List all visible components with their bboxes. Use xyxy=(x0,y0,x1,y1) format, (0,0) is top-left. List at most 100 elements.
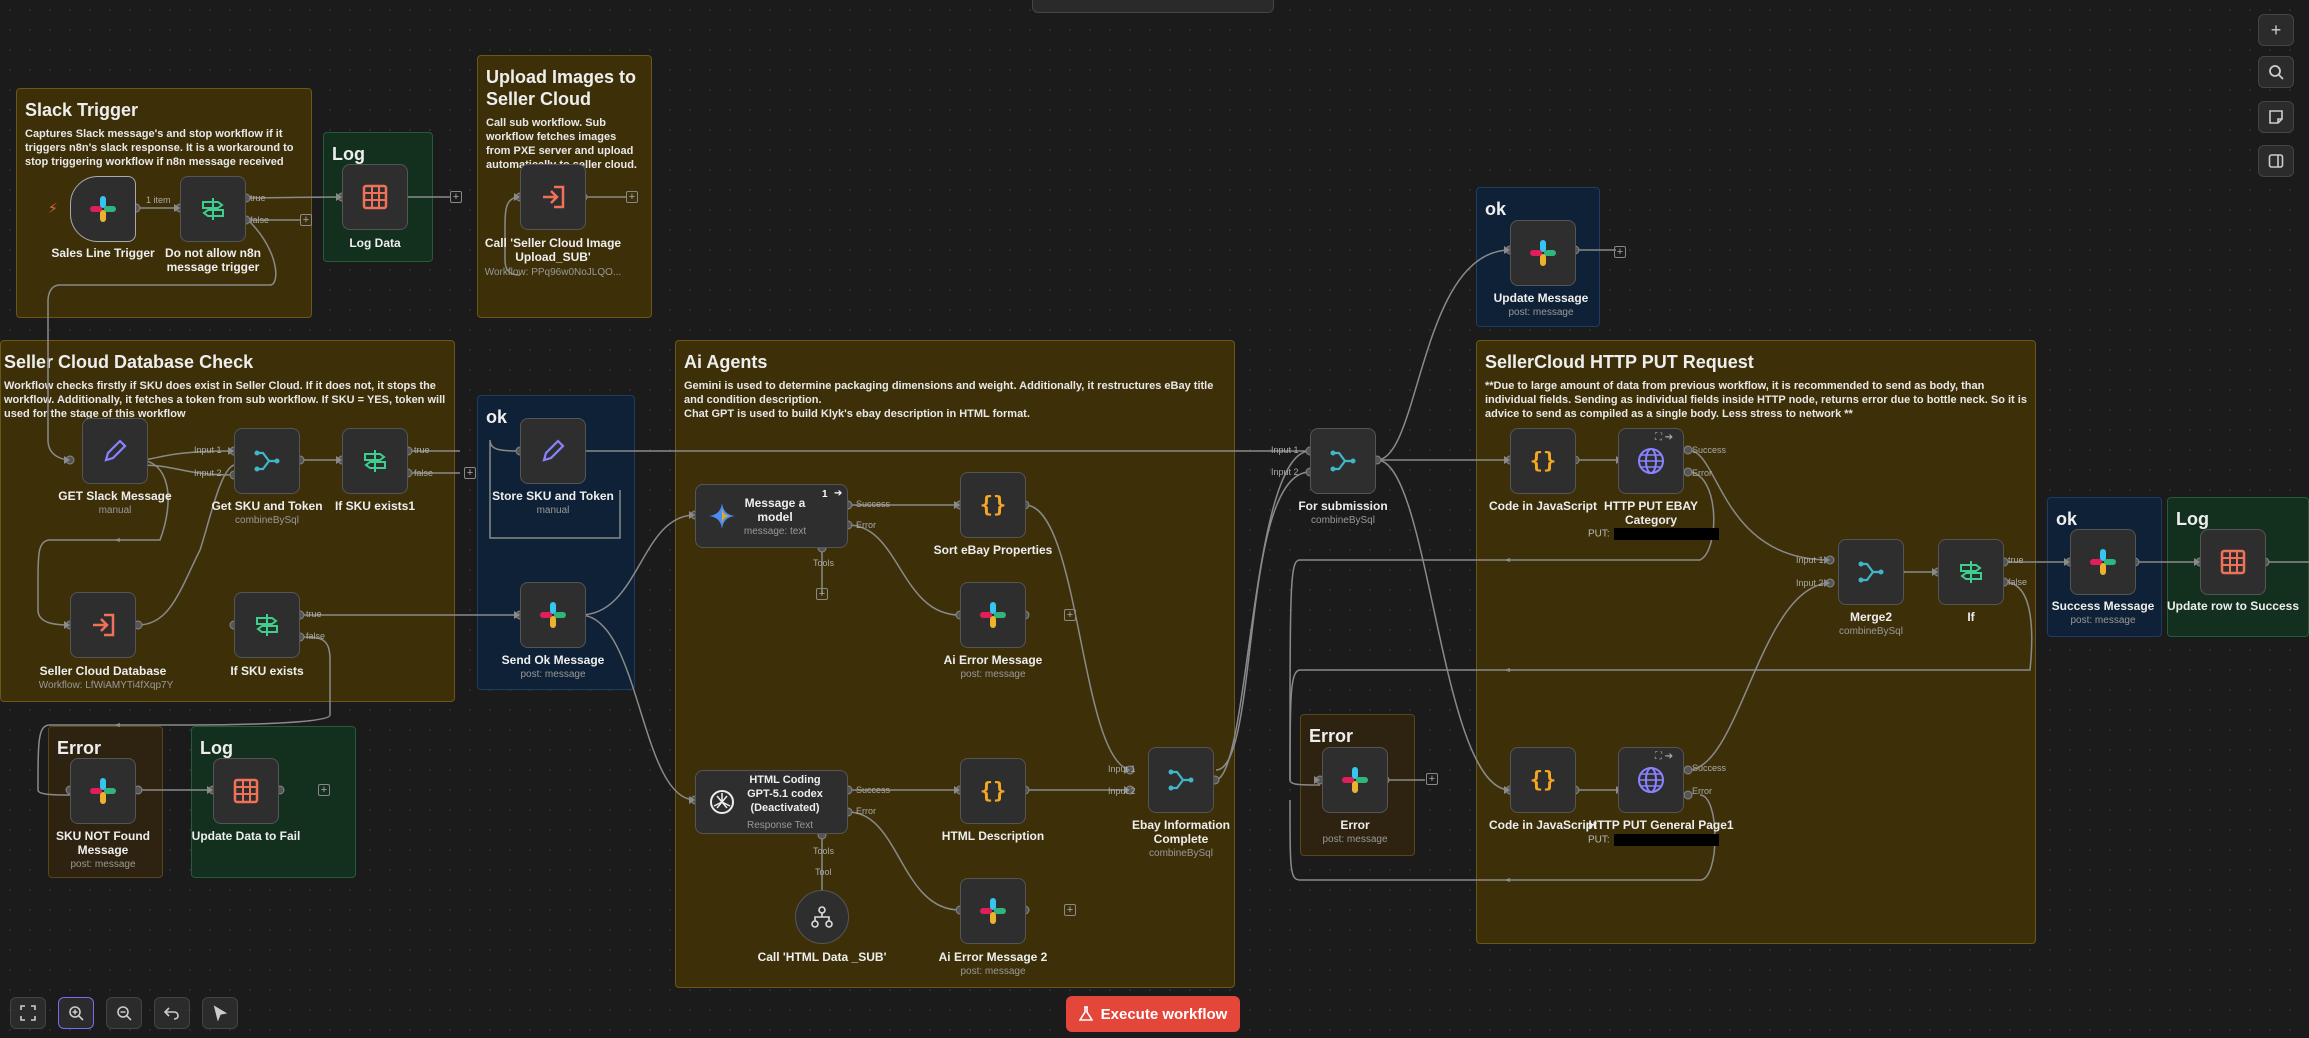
top-toolbar[interactable] xyxy=(1032,0,1274,13)
sticky-title: Slack Trigger xyxy=(25,100,139,120)
sticky-slack-trigger[interactable]: Slack Trigger Captures Slack message's a… xyxy=(16,88,312,318)
sub-workflow-icon xyxy=(543,185,565,209)
add-node-button[interactable]: + xyxy=(450,191,462,203)
get-slack-message-node[interactable] xyxy=(82,418,148,484)
tool-port-label: Tool xyxy=(815,867,832,877)
input2-port-label: Input 2 xyxy=(194,468,222,478)
code-javascript2-node[interactable]: {} xyxy=(1510,747,1576,813)
code-javascript1-node[interactable]: {} xyxy=(1510,428,1576,494)
zoom-in-icon xyxy=(69,1006,84,1021)
sticky-body: **Due to large amount of data from previ… xyxy=(1485,380,2027,420)
slack-icon xyxy=(90,778,116,804)
call-html-data-node[interactable] xyxy=(795,890,849,944)
put-method: PUT: xyxy=(1588,834,1610,846)
call-upload-node[interactable] xyxy=(520,164,586,230)
slack-icon xyxy=(540,602,566,628)
store-sku-token-node[interactable] xyxy=(520,418,586,484)
fit-view-button[interactable] xyxy=(10,997,46,1029)
node-label: Code in JavaScript xyxy=(1488,499,1598,513)
input1-port-label: Input 1 xyxy=(1796,555,1824,565)
send-ok-message-node[interactable] xyxy=(520,582,586,648)
add-node-button[interactable]: + xyxy=(1614,246,1626,258)
error-port-label: Error xyxy=(1692,786,1712,796)
node-subtitle: message: text xyxy=(743,526,807,537)
put-url: PUT: xyxy=(1588,528,1719,540)
zoom-out-button[interactable] xyxy=(106,997,142,1029)
slack-icon xyxy=(980,898,1006,924)
html-coding-node[interactable] xyxy=(695,770,848,834)
update-fail-node[interactable] xyxy=(213,758,279,824)
node-label: Code in JavaScript xyxy=(1488,818,1598,832)
sticky-title: Ai Agents xyxy=(684,352,768,372)
message-model-node[interactable] xyxy=(695,484,848,548)
node-subtitle: combineBySql xyxy=(1839,626,1903,637)
add-node-button[interactable]: + xyxy=(318,784,330,796)
update-message-node[interactable] xyxy=(1510,220,1576,286)
open-arrow-icon[interactable]: ➔ xyxy=(834,488,843,499)
pencil-icon xyxy=(104,439,127,462)
execute-workflow-button[interactable]: Execute workflow xyxy=(1066,996,1240,1032)
ai-error-message-node[interactable] xyxy=(960,582,1026,648)
table-icon xyxy=(2220,549,2246,575)
ebay-info-complete-node[interactable] xyxy=(1148,747,1214,813)
add-node-button[interactable]: + xyxy=(300,214,312,226)
add-node-button[interactable]: + xyxy=(626,191,638,203)
expand-icon[interactable]: ⛶ ➔ xyxy=(1655,432,1674,443)
if-branch-icon xyxy=(1960,561,1982,583)
update-row-success-node[interactable] xyxy=(2200,529,2266,595)
globe-icon xyxy=(1638,767,1664,793)
no-n8n-filter-node[interactable] xyxy=(180,176,246,242)
if-sku-exists-node[interactable] xyxy=(234,592,300,658)
table-icon xyxy=(362,184,388,210)
if-sku-exists1-node[interactable] xyxy=(342,428,408,494)
ai-error-message2-node[interactable] xyxy=(960,878,1026,944)
add-node-button[interactable]: + xyxy=(464,467,476,479)
node-subtitle: Response Text xyxy=(747,820,813,831)
html-description-node[interactable]: {} xyxy=(960,758,1026,824)
search-button[interactable] xyxy=(2258,56,2294,88)
sales-line-trigger-node[interactable] xyxy=(70,176,136,242)
zoom-in-button[interactable] xyxy=(58,997,94,1029)
node-label: HTML Description xyxy=(941,829,1045,843)
sort-ebay-node[interactable]: {} xyxy=(960,472,1026,538)
true-port-label: true xyxy=(414,445,430,455)
input1-port-label: Input 1 xyxy=(1271,445,1299,455)
tools-port-label: Tools xyxy=(813,846,835,856)
success-port-label: Success xyxy=(856,785,891,795)
add-node-button[interactable]: + xyxy=(1064,904,1076,916)
add-tool-button[interactable]: + xyxy=(816,588,828,600)
add-node-button[interactable]: + xyxy=(1426,773,1438,785)
item-count-label: 1 item xyxy=(146,195,171,205)
toggle-panel-button[interactable] xyxy=(2258,145,2294,177)
success-message-node[interactable] xyxy=(2070,529,2136,595)
http-put-category-node[interactable] xyxy=(1618,428,1684,494)
sticky-error-left[interactable]: Error xyxy=(48,726,163,878)
node-label: Merge2 xyxy=(1849,610,1893,624)
sticky-upload-images[interactable]: Upload Images to Seller Cloud Call sub w… xyxy=(477,55,652,318)
sticky-title: Error xyxy=(1309,726,1354,746)
get-sku-token-node[interactable] xyxy=(234,428,300,494)
sub-workflow-tree-icon xyxy=(811,906,833,928)
error-message-node[interactable] xyxy=(1322,747,1388,813)
seller-cloud-db-node[interactable] xyxy=(70,592,136,658)
sku-not-found-node[interactable] xyxy=(70,758,136,824)
add-node-toolbar-button[interactable]: + xyxy=(2258,14,2294,46)
log-data-node[interactable] xyxy=(342,164,408,230)
sticky-title: SellerCloud HTTP PUT Request xyxy=(1485,352,1754,372)
node-label: Send Ok Message xyxy=(501,653,605,667)
tidy-up-button[interactable] xyxy=(202,997,238,1029)
sticky-ai-agents[interactable]: Ai Agents Gemini is used to determine pa… xyxy=(675,340,1235,988)
if-node[interactable] xyxy=(1938,539,2004,605)
node-label: Seller Cloud Database xyxy=(39,664,167,678)
undo-button[interactable] xyxy=(154,997,190,1029)
expand-icon[interactable]: ⛶ ➔ xyxy=(1655,751,1674,762)
gemini-icon xyxy=(709,503,735,529)
add-node-button[interactable]: + xyxy=(1064,609,1076,621)
for-submission-node[interactable] xyxy=(1310,428,1376,494)
merge2-node[interactable] xyxy=(1838,539,1904,605)
node-subtitle: post: message xyxy=(2070,615,2136,626)
node-label: Success Message xyxy=(2051,599,2155,613)
sticky-note-button[interactable] xyxy=(2258,101,2294,133)
http-put-general-node[interactable] xyxy=(1618,747,1684,813)
